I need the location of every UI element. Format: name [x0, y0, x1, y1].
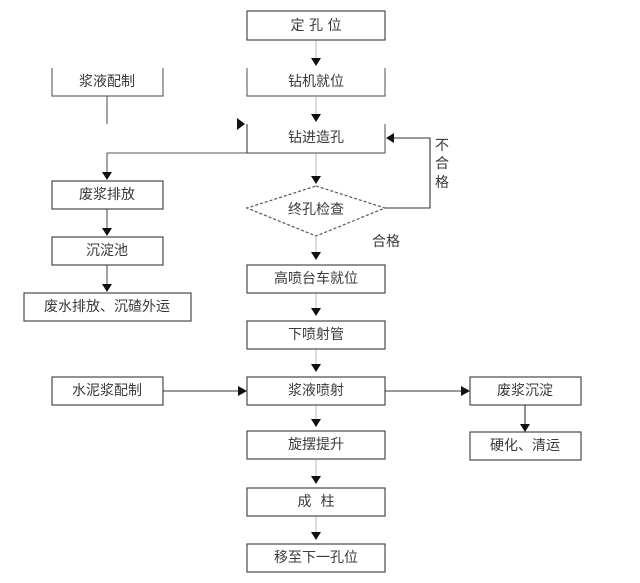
arrowhead: [461, 386, 470, 396]
label-lower-jet-pipe: 下喷射管: [288, 327, 344, 343]
label-jet-cart-in-place: 高喷台车就位: [274, 270, 358, 287]
label-waste-slurry-discharge: 废浆排放: [79, 187, 135, 203]
arrowhead: [311, 176, 321, 184]
label-slurry-jetting: 浆液喷射: [288, 383, 344, 399]
node-slurry-jetting: [246, 376, 386, 406]
node-move-next-hole: [246, 543, 386, 573]
node-form-column: [246, 487, 386, 517]
label-rotate-lift: 旋摆提升: [288, 437, 344, 453]
label-final-hole-check: 终孔检查: [288, 202, 344, 218]
arrowhead: [311, 58, 321, 66]
arrowhead: [102, 228, 112, 236]
arrowhead: [238, 386, 247, 396]
node-waste-slurry-settle: [469, 376, 582, 406]
edge-fail-loop: [385, 137, 431, 209]
label-drill-in-place: 钻机就位: [288, 74, 344, 90]
label-wastewater-residue: 废水排放、沉碴外运: [44, 299, 170, 315]
arrowhead: [311, 252, 321, 260]
node-lower-jet-pipe: [246, 320, 386, 350]
node-settling-tank: [51, 236, 164, 266]
node-rotate-lift: [246, 430, 386, 460]
arrowhead: [520, 424, 530, 432]
arrowhead: [311, 364, 321, 372]
node-drill-in-place-frame: [246, 68, 386, 97]
label-fail-1: 不: [435, 138, 449, 154]
main-arrowheads: [311, 58, 321, 540]
node-cement-slurry-prep: [51, 376, 164, 406]
arrowhead: [311, 476, 321, 484]
arrowhead: [102, 284, 112, 292]
label-locate-hole: 定 孔 位: [291, 18, 342, 34]
label-harden-clear: 硬化、清运: [490, 438, 560, 454]
label-pass: 合格: [372, 234, 400, 250]
node-final-hole-check-diamond: [245, 185, 387, 237]
node-harden-clear: [469, 431, 582, 461]
arrowhead: [311, 114, 321, 122]
label-slurry-prep: 浆液配制: [79, 74, 135, 90]
node-waste-slurry-discharge: [51, 180, 164, 210]
label-fail-3: 格: [435, 175, 449, 191]
label-move-next-hole: 移至下一孔位: [274, 550, 358, 566]
node-wastewater-residue: [23, 292, 192, 322]
label-cement-slurry-prep: 水泥浆配制: [72, 383, 142, 399]
arrowhead: [311, 532, 321, 540]
node-jet-cart-in-place: [246, 264, 386, 294]
arrowhead: [311, 419, 321, 427]
label-form-column: 成 柱: [298, 494, 335, 510]
label-waste-slurry-settle: 废浆沉淀: [497, 383, 553, 399]
arrowhead: [102, 172, 112, 180]
label-fail-2: 合: [435, 156, 449, 172]
arrowhead-flag: [237, 118, 245, 130]
arrowhead: [311, 308, 321, 316]
arrowhead-fail: [386, 133, 394, 143]
label-settling-tank: 沉淀池: [86, 243, 128, 259]
node-locate-hole: [246, 10, 386, 41]
label-drilling: 钻进造孔: [288, 130, 344, 146]
